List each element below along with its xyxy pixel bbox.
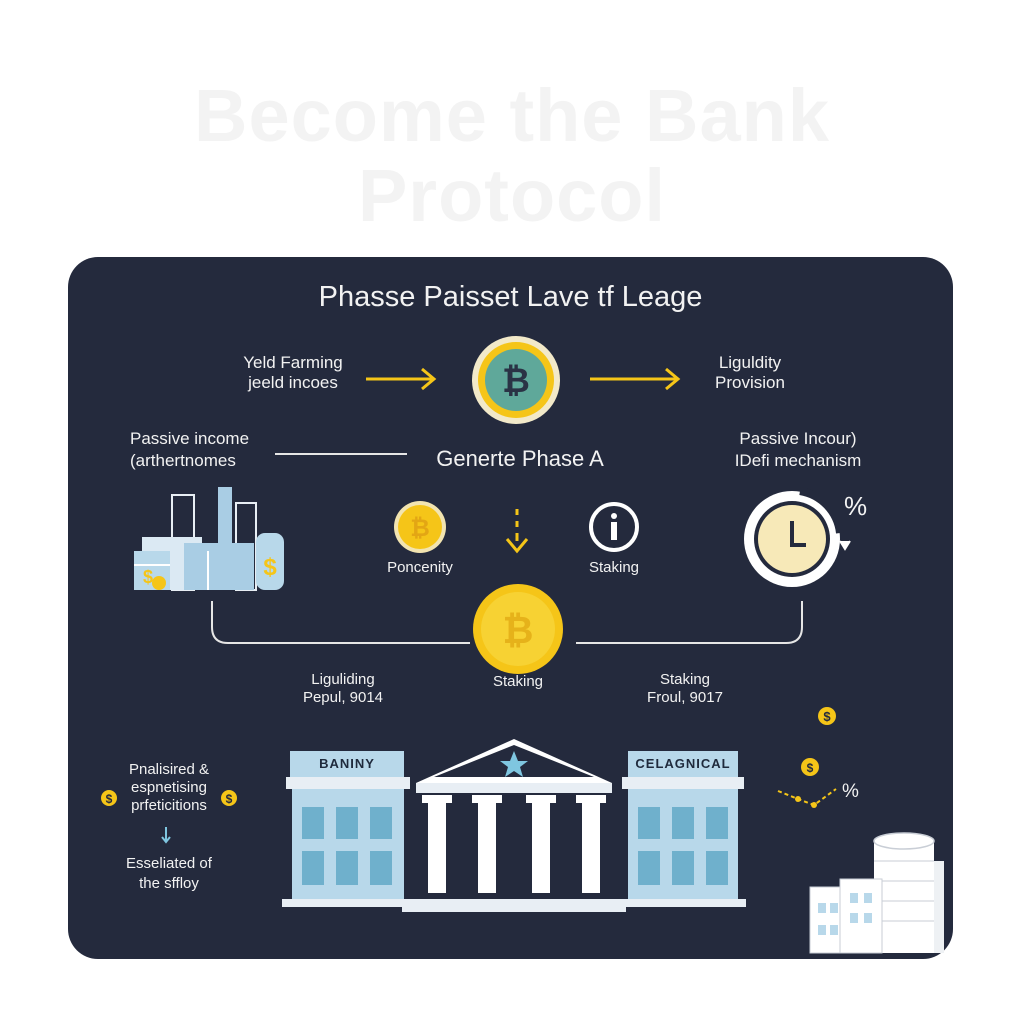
bank-right-sign: CELAGNICAL — [635, 756, 731, 771]
liquiding-label: Liguliding Pepul, 9014 — [278, 671, 408, 707]
side-left-line2: espnetising — [131, 779, 207, 796]
arrow-right-icon — [590, 367, 681, 391]
passive-income-right-label: Passive Incour) IDefi mechanism — [708, 429, 888, 471]
poncenity-label: Poncenity — [387, 559, 453, 576]
coin-stack-icon — [809, 832, 944, 954]
panel-title: Phasse Paisset Lave tf Leage — [318, 281, 703, 313]
staking-right-line1: Staking — [659, 671, 711, 688]
staking-coin-label: Staking — [492, 673, 544, 690]
side-left-line3: prfeticitions — [131, 797, 207, 814]
bank-left-sign: BANINY — [319, 756, 375, 771]
dollar-coin-icon: $ — [818, 707, 836, 725]
center-phase-label: Generte Phase A — [436, 446, 604, 471]
liquiding-line2: Pepul, 9014 — [302, 689, 384, 706]
bracket-connector — [211, 601, 803, 644]
dollar-coin-icon: $ — [101, 790, 117, 806]
connector-line — [275, 453, 407, 455]
clock-icon — [744, 487, 851, 587]
svg-text:$: $ — [143, 567, 153, 587]
dollar-coin-icon: $ — [801, 758, 819, 776]
yield-farming-line1: Yeld Farming — [243, 353, 343, 372]
background-title-line2: Protocol — [357, 154, 667, 237]
yield-farming-line2: jeeld incoes — [248, 373, 338, 392]
svg-text:$: $ — [226, 792, 233, 806]
liquidity-provision-label: Liguldity Provision — [680, 353, 820, 393]
svg-text:$: $ — [823, 709, 831, 724]
passive-income-right-line1: Passive Incour) — [739, 429, 857, 448]
background-title-line1: Become the Bank — [194, 74, 830, 157]
arrow-down-icon — [161, 827, 171, 844]
staking-info-label: Staking — [588, 559, 640, 576]
side-left-text: Pnalisired & espnetising prfeticitions — [110, 761, 228, 815]
liquiding-line1: Liguliding — [311, 671, 375, 688]
svg-text:$: $ — [807, 761, 814, 775]
liquidity-provision-line1: Liguldity — [718, 353, 782, 372]
svg-text:₿: ₿ — [410, 515, 430, 542]
side-left-line5: the sffloy — [139, 875, 199, 892]
trend-line-icon — [777, 788, 837, 808]
percent-symbol-small: % — [842, 781, 859, 802]
dollar-coin-icon: $ — [221, 790, 237, 806]
city-icon: $ $ — [134, 487, 284, 591]
staking-right-line2: Froul, 9017 — [647, 689, 723, 706]
passive-income-left-line2: (arthertnomes — [130, 451, 236, 470]
side-left-line1: Pnalisired & — [128, 761, 210, 778]
liquidity-provision-line2: Provision — [715, 373, 785, 392]
svg-text:$: $ — [263, 554, 277, 581]
info-icon — [589, 502, 639, 552]
staking-right-label: Staking Froul, 9017 — [620, 671, 750, 707]
side-left-line4: Esseliated of — [126, 855, 212, 872]
svg-text:₿: ₿ — [503, 610, 534, 652]
bank-icon — [282, 739, 746, 912]
passive-income-left-line1: Passive income — [130, 429, 250, 448]
passive-income-right-line2: IDefi mechanism — [734, 451, 862, 470]
bitcoin-coin-icon: ₿ — [473, 584, 563, 674]
bitcoin-coin-icon: ₿ — [472, 336, 560, 424]
diagram-panel: Phasse Paisset Lave tf Leage Yeld Farmin… — [68, 257, 953, 959]
svg-text:$: $ — [106, 792, 113, 806]
svg-text:₿: ₿ — [502, 362, 530, 400]
arrow-right-icon — [366, 367, 437, 391]
passive-income-left-label: Passive income (arthertnomes — [130, 429, 249, 471]
arrow-down-icon — [505, 509, 529, 554]
side-left-text-2: Esseliated of the sffloy — [106, 855, 232, 893]
bitcoin-coin-icon: ₿ — [394, 501, 446, 553]
percent-symbol: % — [844, 491, 868, 521]
yield-farming-label: Yeld Farming jeeld incoes — [218, 353, 368, 393]
